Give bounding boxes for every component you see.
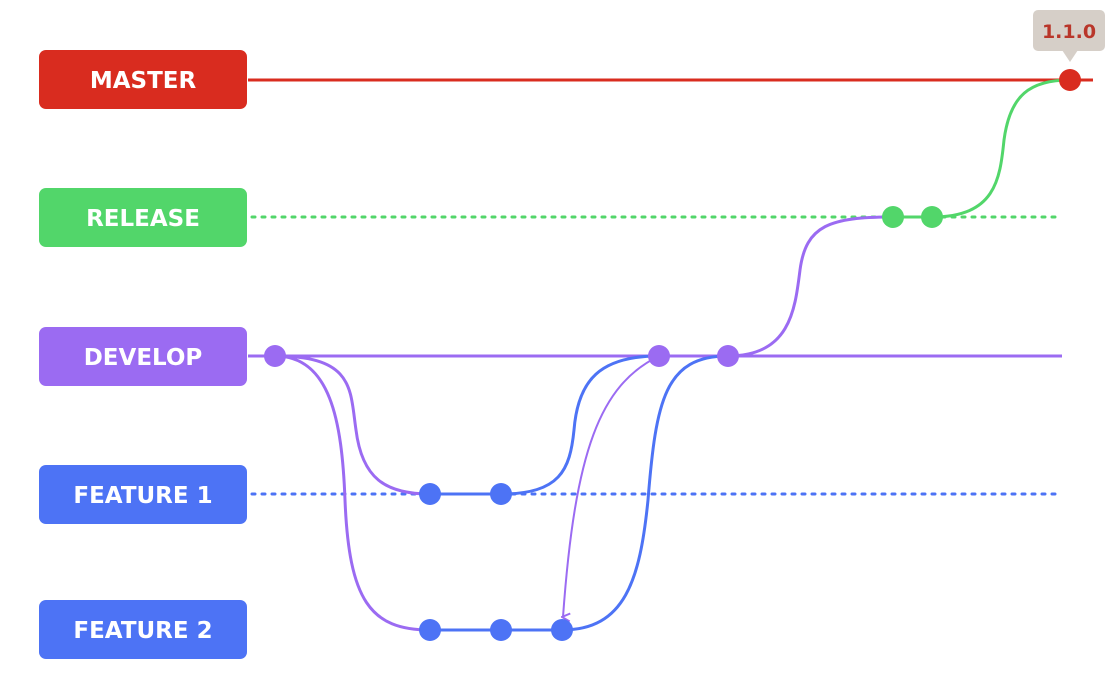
feature-2-commit	[490, 619, 512, 641]
develop-to-feature-2-curve	[274, 354, 431, 632]
master-commit	[1059, 69, 1081, 91]
release-commit	[882, 206, 904, 228]
version-tag: 1.1.0	[1033, 10, 1105, 62]
develop-to-feature-1-curve	[274, 354, 431, 496]
branch-label-release: RELEASE	[39, 188, 247, 247]
branch-label-feature-2-text: FEATURE 2	[73, 618, 212, 644]
branch-label-develop-box	[39, 327, 247, 386]
release-commit	[921, 206, 943, 228]
feature-2-commit	[551, 619, 573, 641]
develop-to-release-curve	[727, 215, 894, 358]
release-to-master-curve	[931, 78, 1071, 219]
branch-label-develop: DEVELOP	[39, 327, 247, 386]
feature-1-merge-curve	[500, 354, 660, 496]
branch-label-release-text: RELEASE	[86, 206, 200, 232]
branch-label-develop-text: DEVELOP	[84, 345, 203, 371]
branch-label-master: MASTER	[39, 50, 247, 109]
version-tag-background	[1033, 10, 1105, 51]
branch-label-master-box	[39, 50, 247, 109]
feature-1-commit	[490, 483, 512, 505]
branch-label-feature-1: FEATURE 1	[39, 465, 247, 524]
branch-label-feature-1-box	[39, 465, 247, 524]
branch-label-release-box	[39, 188, 247, 247]
branch-label-master-text: MASTER	[90, 68, 197, 94]
develop-into-feature-2-arrow	[563, 355, 660, 617]
develop-commit	[717, 345, 739, 367]
version-tag-label: 1.1.0	[1042, 21, 1096, 43]
branch-label-feature-2-box	[39, 600, 247, 659]
version-tag-pointer	[1062, 50, 1078, 62]
feature-1-commit	[419, 483, 441, 505]
branch-label-feature-2: FEATURE 2	[39, 600, 247, 659]
feature-2-merge-curve	[561, 354, 729, 632]
develop-commit	[648, 345, 670, 367]
feature-2-commit	[419, 619, 441, 641]
develop-commit	[264, 345, 286, 367]
branch-label-feature-1-text: FEATURE 1	[73, 483, 212, 509]
